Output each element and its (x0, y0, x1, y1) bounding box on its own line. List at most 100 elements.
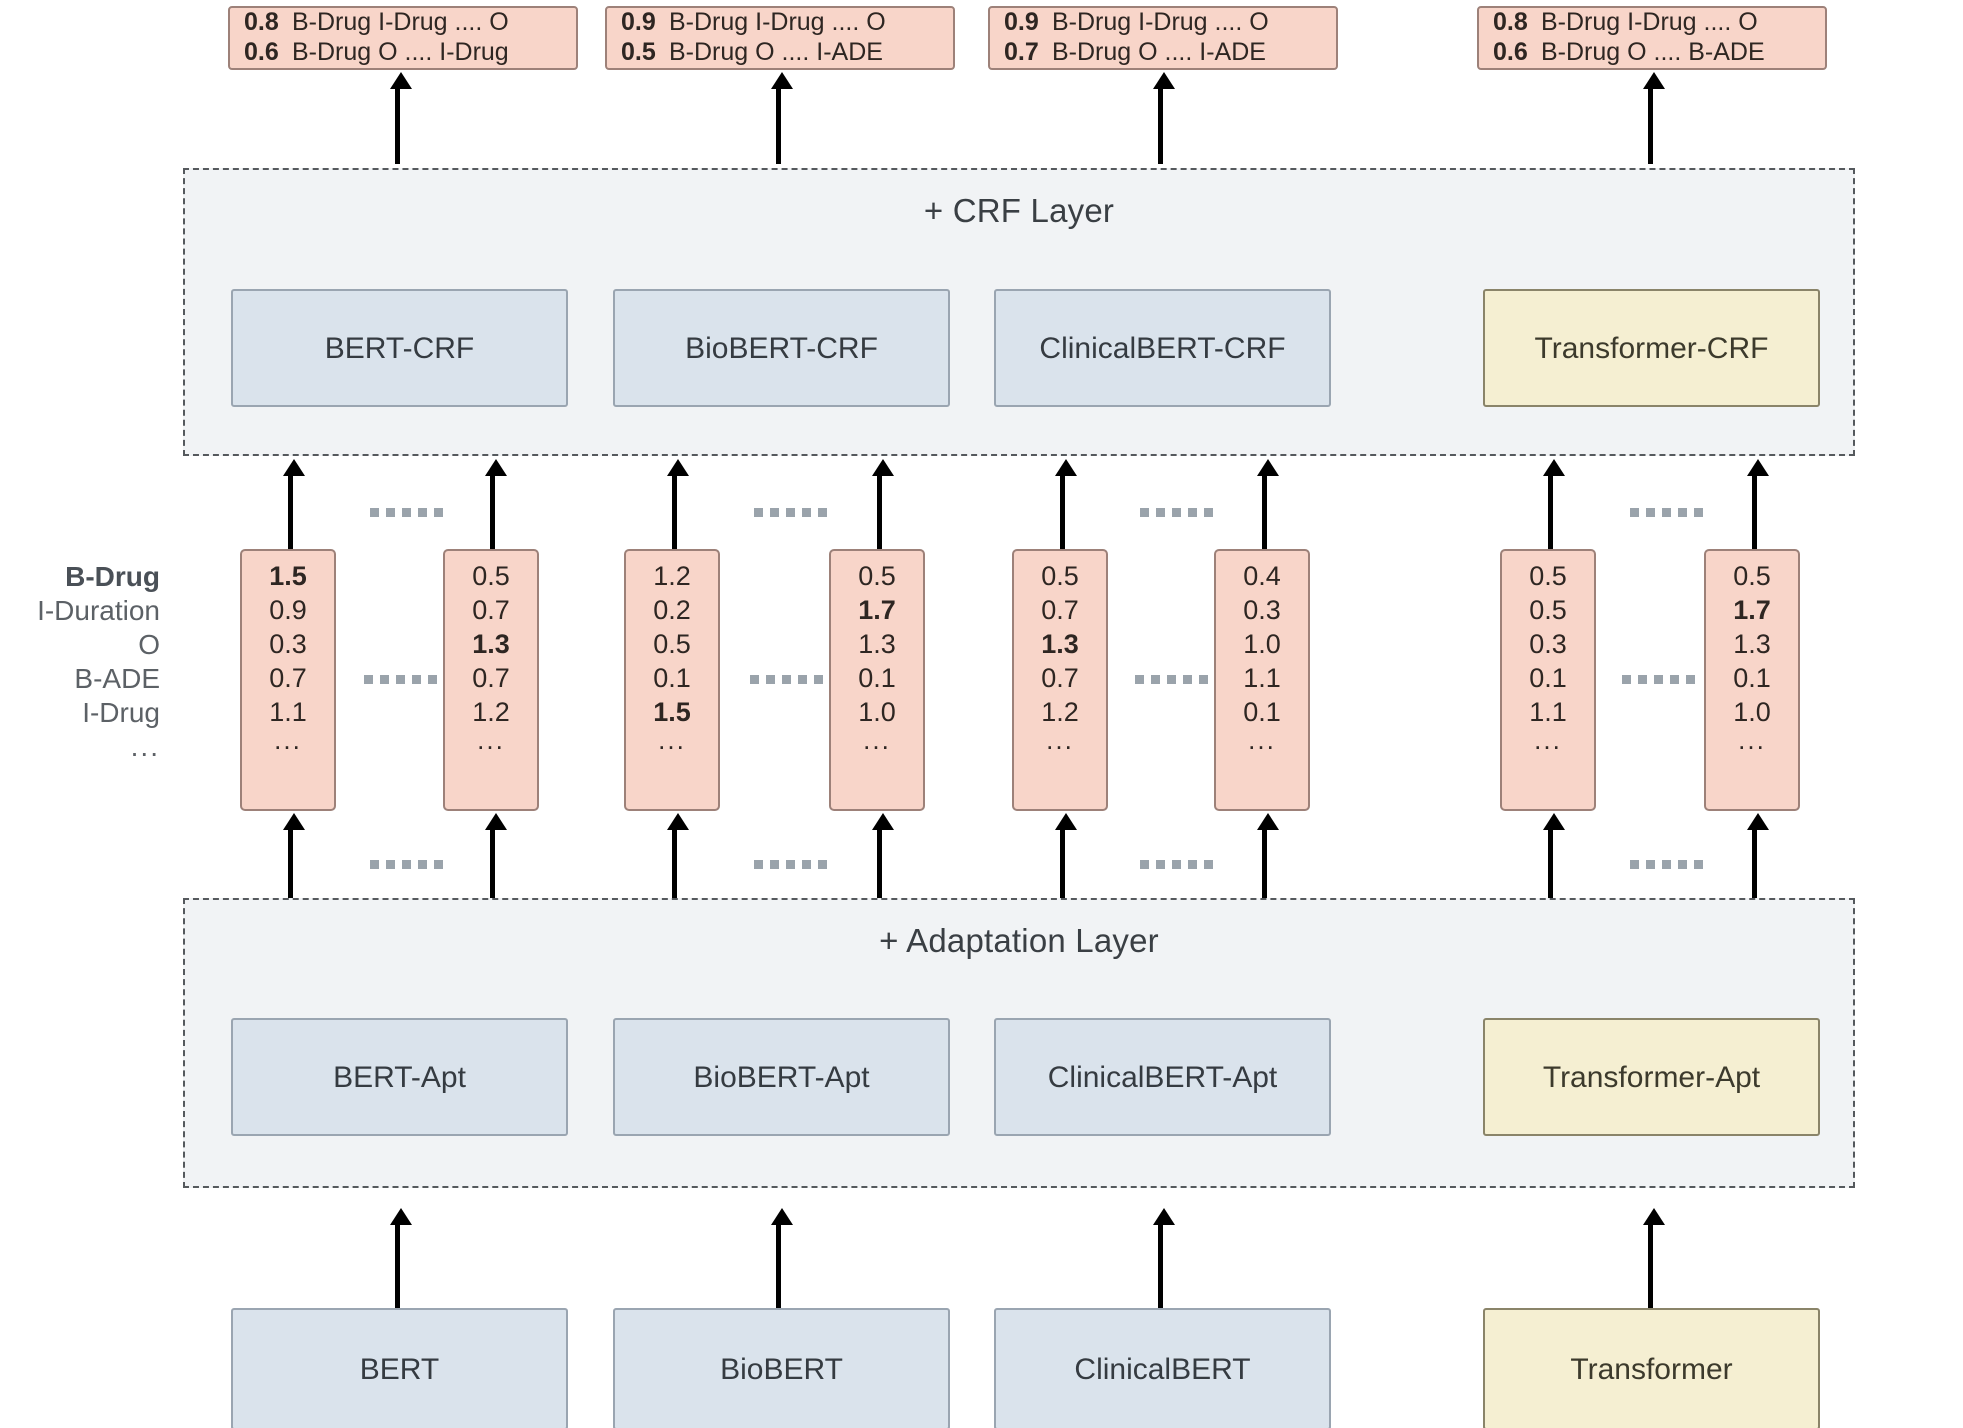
crf-box-label: Transformer-CRF (1534, 331, 1769, 365)
tag-label: I-Drug (82, 697, 160, 728)
arrow-vector-to-crf (288, 474, 293, 549)
score-cell: 0.5 (472, 561, 510, 591)
crf-box-label: ClinicalBERT-CRF (1039, 331, 1286, 365)
base-model-box-transformer[interactable]: Transformer (1483, 1308, 1820, 1428)
arrow-head (283, 813, 305, 830)
arrow-head (1643, 72, 1665, 89)
prediction-row: 0.9 B-Drug I-Drug .... O (1004, 8, 1322, 36)
score-cell: 1.1 (269, 697, 307, 727)
arrow-head (872, 813, 894, 830)
crf-box-transformer[interactable]: Transformer-CRF (1483, 289, 1820, 407)
arrow-head (1153, 72, 1175, 89)
score-cell: 0.7 (269, 663, 307, 693)
score-cell: 0.1 (1733, 663, 1771, 693)
score-vector-transformer-right: 0.5 1.7 1.3 0.1 1.0 ... (1704, 549, 1800, 811)
crf-box-label: BioBERT-CRF (685, 331, 878, 365)
vector-ellipsis-mid (1622, 675, 1695, 684)
prediction-sequence: B-Drug I-Drug .... O (1052, 8, 1269, 36)
score-vector-clinicalbert-right: 0.4 0.3 1.0 1.1 0.1 ... (1214, 549, 1310, 811)
adaptation-box-biobert[interactable]: BioBERT-Apt (613, 1018, 950, 1136)
vector-ellipsis-mid (750, 675, 823, 684)
score-cell: 0.3 (269, 629, 307, 659)
vector-ellipsis-bottom (1140, 860, 1213, 869)
arrow-head (1257, 813, 1279, 830)
adaptation-box-transformer[interactable]: Transformer-Apt (1483, 1018, 1820, 1136)
prediction-box-bert: 0.8 B-Drug I-Drug .... O 0.6 B-Drug O ..… (228, 6, 578, 70)
arrow-head (1153, 1208, 1175, 1225)
prediction-row: 0.7 B-Drug O .... I-ADE (1004, 38, 1322, 66)
prediction-sequence: B-Drug I-Drug .... O (292, 8, 509, 36)
score-cell: 0.7 (472, 663, 510, 693)
prediction-sequence: B-Drug O .... B-ADE (1541, 38, 1765, 66)
score-cell: 1.3 (1041, 629, 1079, 659)
score-cell: 0.1 (653, 663, 691, 693)
score-cell: 0.4 (1243, 561, 1281, 591)
arrow-vector-to-crf (1752, 474, 1757, 549)
score-cell: 1.3 (858, 629, 896, 659)
base-model-box-bert[interactable]: BERT (231, 1308, 568, 1428)
score-cell: 1.3 (1733, 629, 1771, 659)
base-model-box-clinicalbert[interactable]: ClinicalBERT (994, 1308, 1331, 1428)
vector-ellipsis-bottom (1630, 860, 1703, 869)
arrow-head (390, 1208, 412, 1225)
score-cell: 0.5 (1041, 561, 1079, 591)
prediction-score: 0.8 (1493, 8, 1528, 36)
score-vector-bert-right: 0.5 0.7 1.3 0.7 1.2 ... (443, 549, 539, 811)
arrow-vector-to-crf (490, 474, 495, 549)
score-cell: 0.5 (858, 561, 896, 591)
prediction-score: 0.9 (621, 8, 656, 36)
base-model-box-biobert[interactable]: BioBERT (613, 1308, 950, 1428)
prediction-score: 0.7 (1004, 38, 1039, 66)
score-cell: 1.7 (858, 595, 896, 625)
arrow-head (1257, 459, 1279, 476)
score-vector-clinicalbert-left: 0.5 0.7 1.3 0.7 1.2 ... (1012, 549, 1108, 811)
base-model-label: BioBERT (720, 1352, 843, 1386)
arrow-adaptation-to-vector (1548, 827, 1553, 900)
crf-box-biobert[interactable]: BioBERT-CRF (613, 289, 950, 407)
crf-box-label: BERT-CRF (324, 331, 475, 365)
score-cell: 1.2 (472, 697, 510, 727)
score-cell: 1.0 (858, 697, 896, 727)
arrow-base-to-adaptation-biobert (776, 1223, 781, 1308)
prediction-row: 0.6 B-Drug O .... B-ADE (1493, 38, 1811, 66)
score-cell: 0.3 (1529, 629, 1567, 659)
arrow-head (485, 459, 507, 476)
crf-box-clinicalbert[interactable]: ClinicalBERT-CRF (994, 289, 1331, 407)
score-cell-ellipsis: ... (1046, 725, 1074, 755)
score-cell: 0.1 (1529, 663, 1567, 693)
vector-ellipsis-mid (364, 675, 437, 684)
arrow-head (872, 459, 894, 476)
arrow-head (1055, 459, 1077, 476)
crf-box-bert[interactable]: BERT-CRF (231, 289, 568, 407)
score-cell: 0.5 (653, 629, 691, 659)
score-cell: 1.5 (653, 697, 691, 727)
arrow-vector-to-crf (1548, 474, 1553, 549)
arrow-head (283, 459, 305, 476)
adaptation-box-clinicalbert[interactable]: ClinicalBERT-Apt (994, 1018, 1331, 1136)
prediction-box-clinicalbert: 0.9 B-Drug I-Drug .... O 0.7 B-Drug O ..… (988, 6, 1338, 70)
score-cell-ellipsis: ... (658, 725, 686, 755)
prediction-row: 0.6 B-Drug O .... I-Drug (244, 38, 562, 66)
arrow-crf-to-prediction-biobert (776, 86, 781, 164)
prediction-score: 0.8 (244, 8, 279, 36)
arrow-vector-to-crf (1060, 474, 1065, 549)
score-cell: 1.2 (653, 561, 691, 591)
arrow-adaptation-to-vector (877, 827, 882, 900)
prediction-row: 0.8 B-Drug I-Drug .... O (244, 8, 562, 36)
score-vector-biobert-right: 0.5 1.7 1.3 0.1 1.0 ... (829, 549, 925, 811)
tag-label-ellipsis: ... (130, 731, 160, 762)
arrow-head (771, 1208, 793, 1225)
tag-label: B-Drug (65, 561, 160, 592)
arrow-adaptation-to-vector (1262, 827, 1267, 900)
arrow-head (390, 72, 412, 89)
score-cell: 0.5 (1529, 595, 1567, 625)
score-cell: 0.7 (1041, 663, 1079, 693)
score-vector-biobert-left: 1.2 0.2 0.5 0.1 1.5 ... (624, 549, 720, 811)
vector-ellipsis-bottom (754, 860, 827, 869)
adaptation-layer-title: + Adaptation Layer (879, 922, 1159, 959)
prediction-box-biobert: 0.9 B-Drug I-Drug .... O 0.5 B-Drug O ..… (605, 6, 955, 70)
score-cell: 0.9 (269, 595, 307, 625)
score-cell: 0.2 (653, 595, 691, 625)
prediction-sequence: B-Drug O .... I-ADE (1052, 38, 1266, 66)
adaptation-box-bert[interactable]: BERT-Apt (231, 1018, 568, 1136)
